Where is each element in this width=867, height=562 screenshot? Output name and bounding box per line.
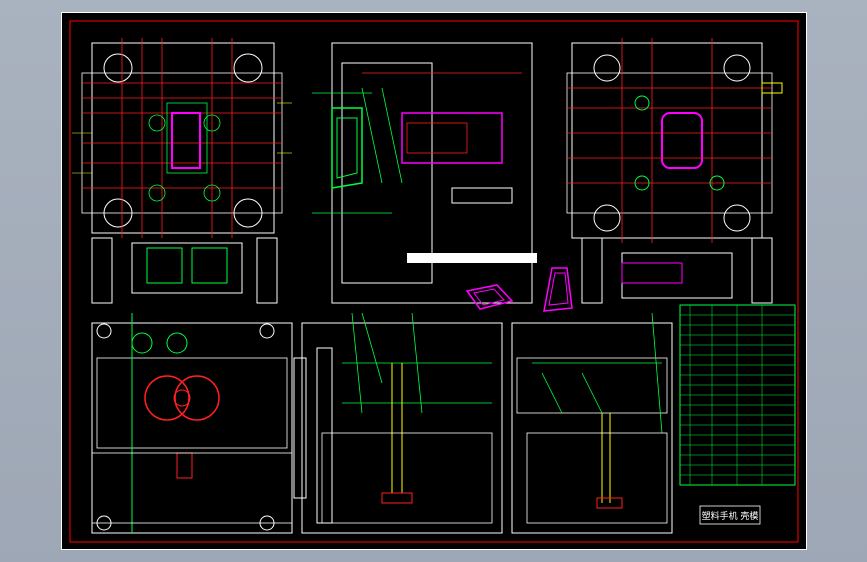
title-block-caption: 塑料手机 壳模 [702, 510, 759, 522]
bottom-middle-section-view [293, 312, 503, 534]
bottom-left-plan-view [91, 313, 293, 534]
top-right-plan-view [566, 38, 783, 304]
bottom-right-section-view [511, 312, 673, 534]
cad-drawing-sheet: 塑料手机 壳模 [61, 12, 807, 550]
phone-shell-part-magenta-2 [543, 267, 573, 312]
drawing-frame-outer [69, 20, 799, 543]
title-block: 塑料手机 壳模 [699, 505, 761, 525]
phone-shell-part-magenta [465, 284, 514, 310]
cad-drawing-canvas: 塑料手机 壳模 [69, 20, 799, 543]
top-left-plan-view [72, 38, 292, 304]
top-middle-section-view [312, 42, 537, 304]
parts-list-table [679, 304, 796, 486]
